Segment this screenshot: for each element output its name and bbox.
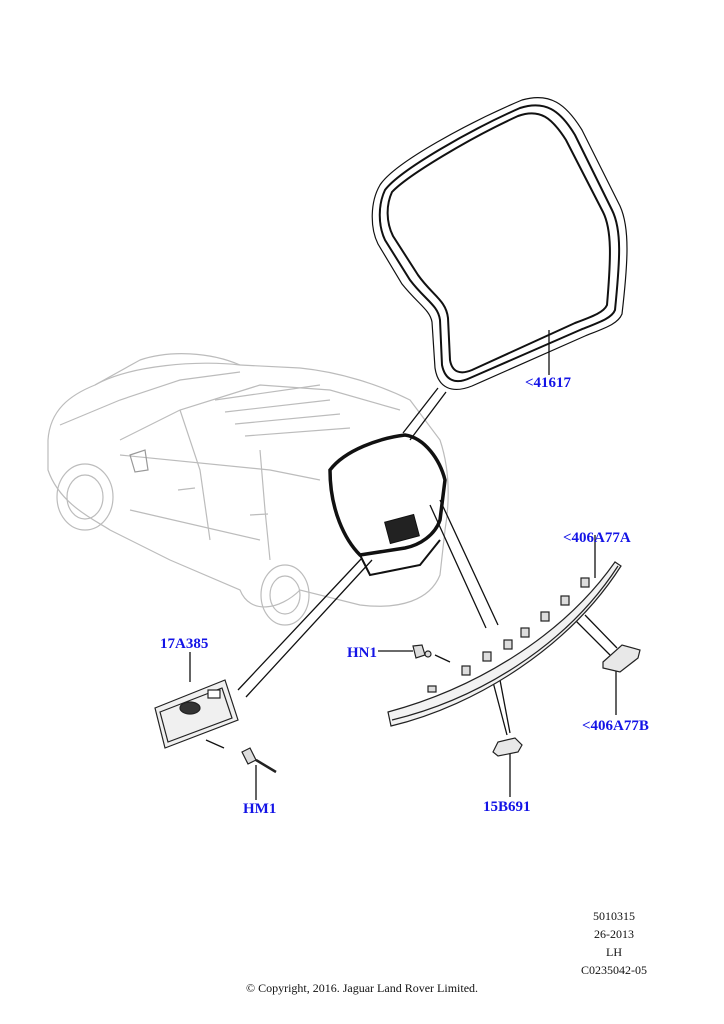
high-mount-light-bar [387,561,622,727]
tailgate-switch [492,737,523,757]
reference-date: 26-2013 [594,927,634,941]
callout-15b691[interactable]: 15B691 [483,799,531,815]
callout-406a77b[interactable]: <406A77B [582,718,649,734]
plate-lamp-housing [154,679,239,749]
reference-code: 5010315 [593,909,635,923]
screw-hm1 [241,747,277,774]
callout-41617[interactable]: <41617 [525,375,572,391]
diagram-reference-block: 5010315 26-2013 LH C0235042-05 [554,907,674,979]
callout-hn1[interactable]: HN1 [347,645,377,661]
reference-side: LH [606,945,622,959]
copyright-notice: © Copyright, 2016. Jaguar Land Rover Lim… [245,981,479,995]
tailgate-on-vehicle [328,433,447,577]
reference-illustration-id: C0235042-05 [581,963,647,977]
callout-406a77a[interactable]: <406A77A [563,530,631,546]
vehicle-outline [47,353,449,626]
tailgate-seal [371,96,628,390]
leader-lines [189,330,618,800]
light-end-cap [602,644,641,673]
callout-hm1[interactable]: HM1 [243,801,277,817]
clip-hn1 [412,644,432,659]
callout-17a385[interactable]: 17A385 [160,636,209,652]
